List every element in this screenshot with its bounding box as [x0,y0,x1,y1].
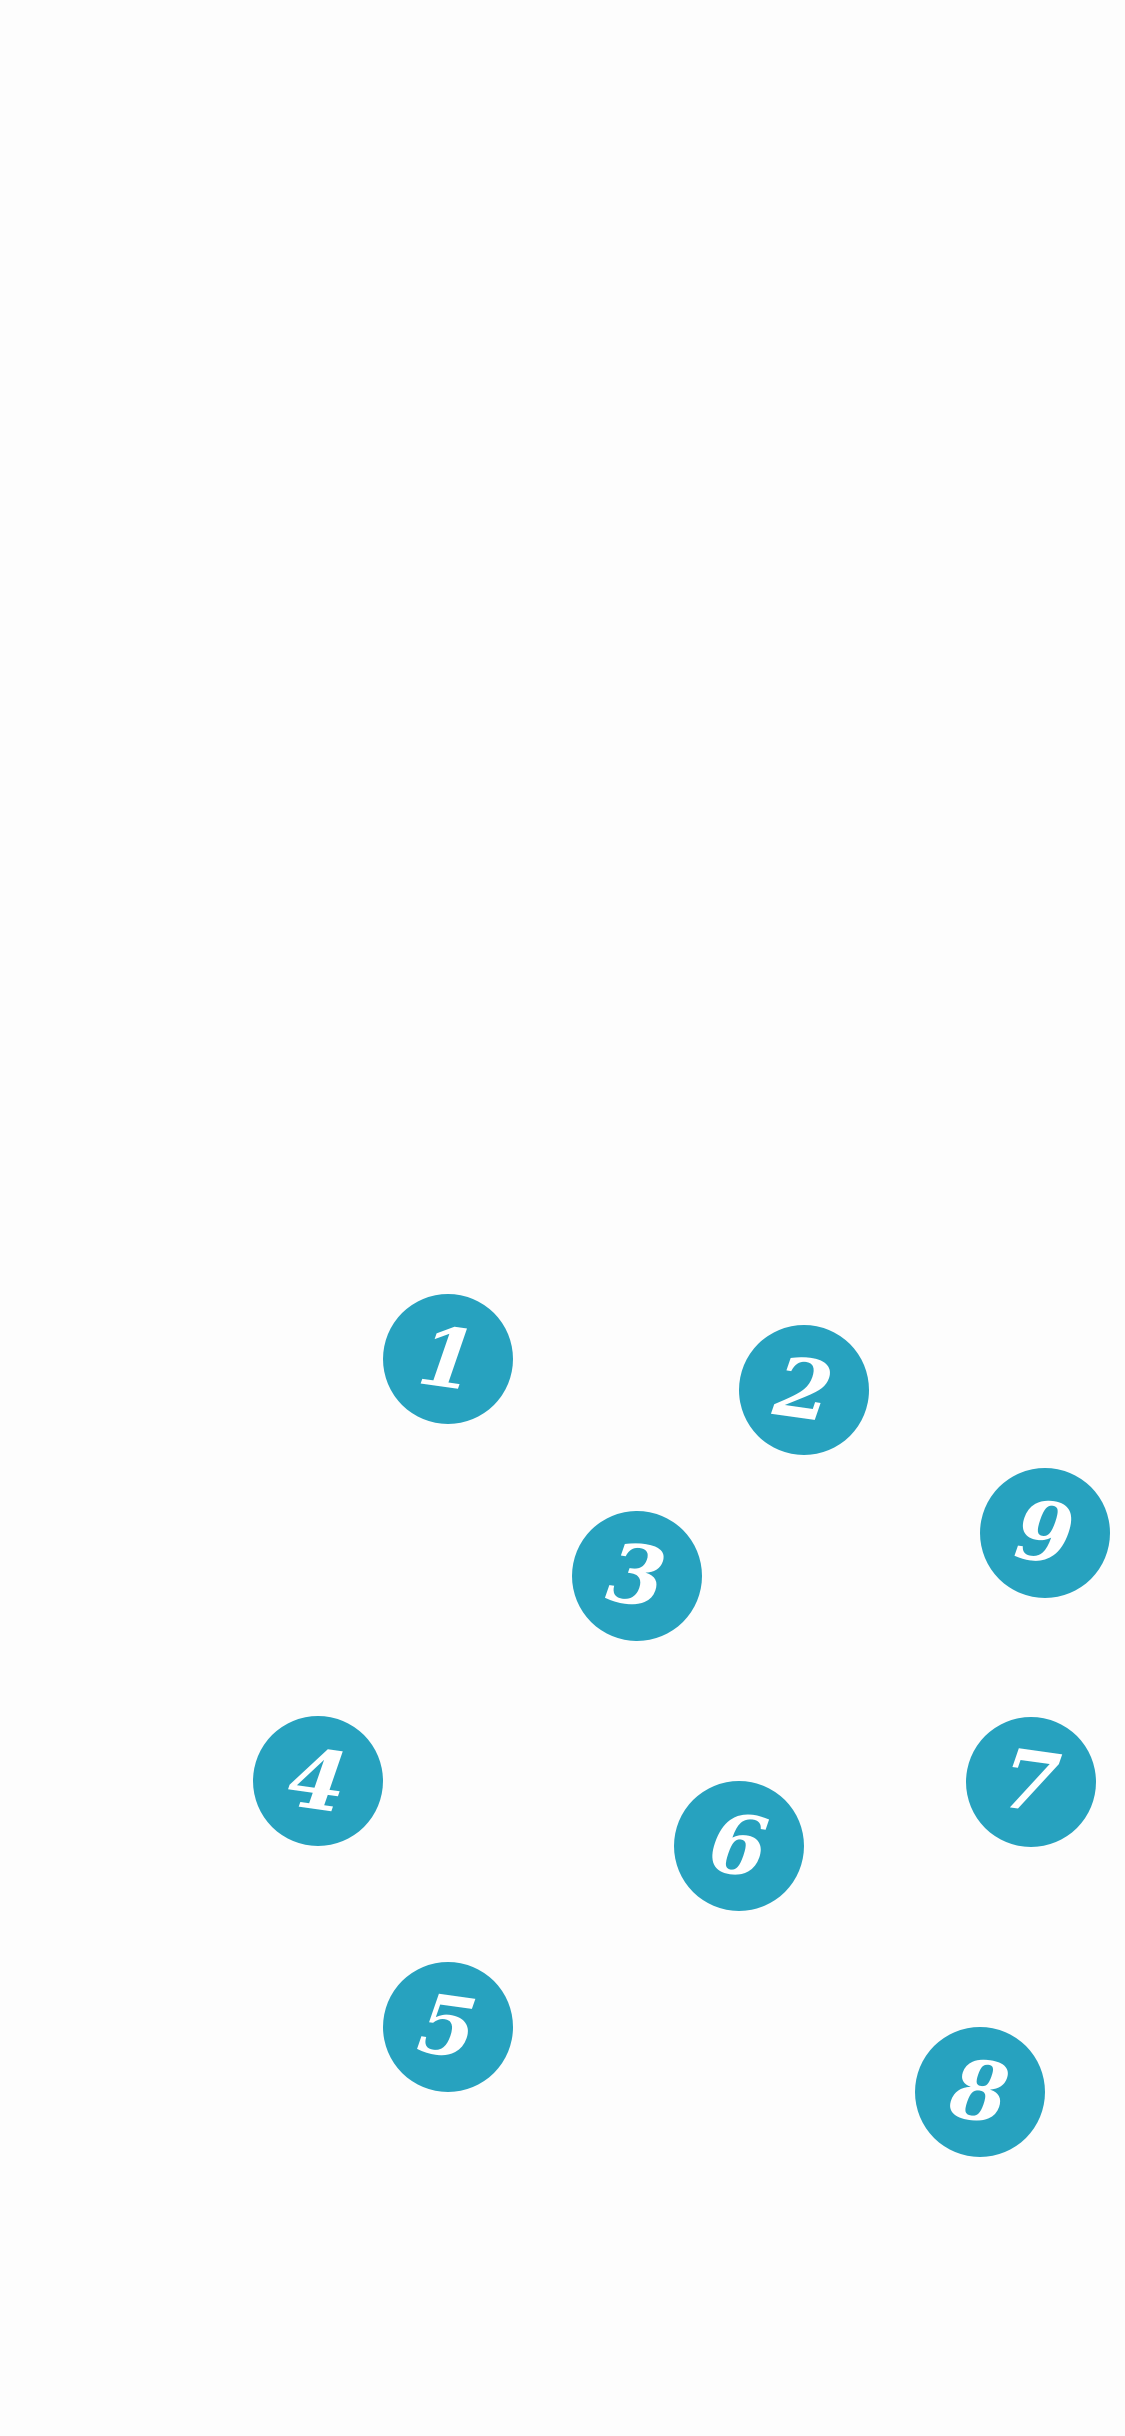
number-bubble-9[interactable]: 9 [980,1468,1110,1598]
number-bubble-8[interactable]: 8 [915,2027,1045,2157]
number-bubble-5[interactable]: 5 [383,1962,513,2092]
bubble-label: 9 [1010,1481,1080,1585]
bubble-label: 5 [413,1975,483,2079]
bubble-label: 7 [996,1730,1066,1834]
number-bubble-7[interactable]: 7 [966,1717,1096,1847]
number-bubble-4[interactable]: 4 [253,1716,383,1846]
bubble-label: 1 [413,1307,483,1411]
number-bubble-2[interactable]: 2 [739,1325,869,1455]
number-bubble-6[interactable]: 6 [674,1781,804,1911]
number-bubble-3[interactable]: 3 [572,1511,702,1641]
bubble-label: 4 [283,1729,353,1833]
bubble-label: 3 [602,1524,672,1628]
number-bubble-1[interactable]: 1 [383,1294,513,1424]
bubble-label: 6 [704,1794,774,1898]
bubble-label: 2 [769,1338,839,1442]
bubble-label: 8 [945,2040,1015,2144]
